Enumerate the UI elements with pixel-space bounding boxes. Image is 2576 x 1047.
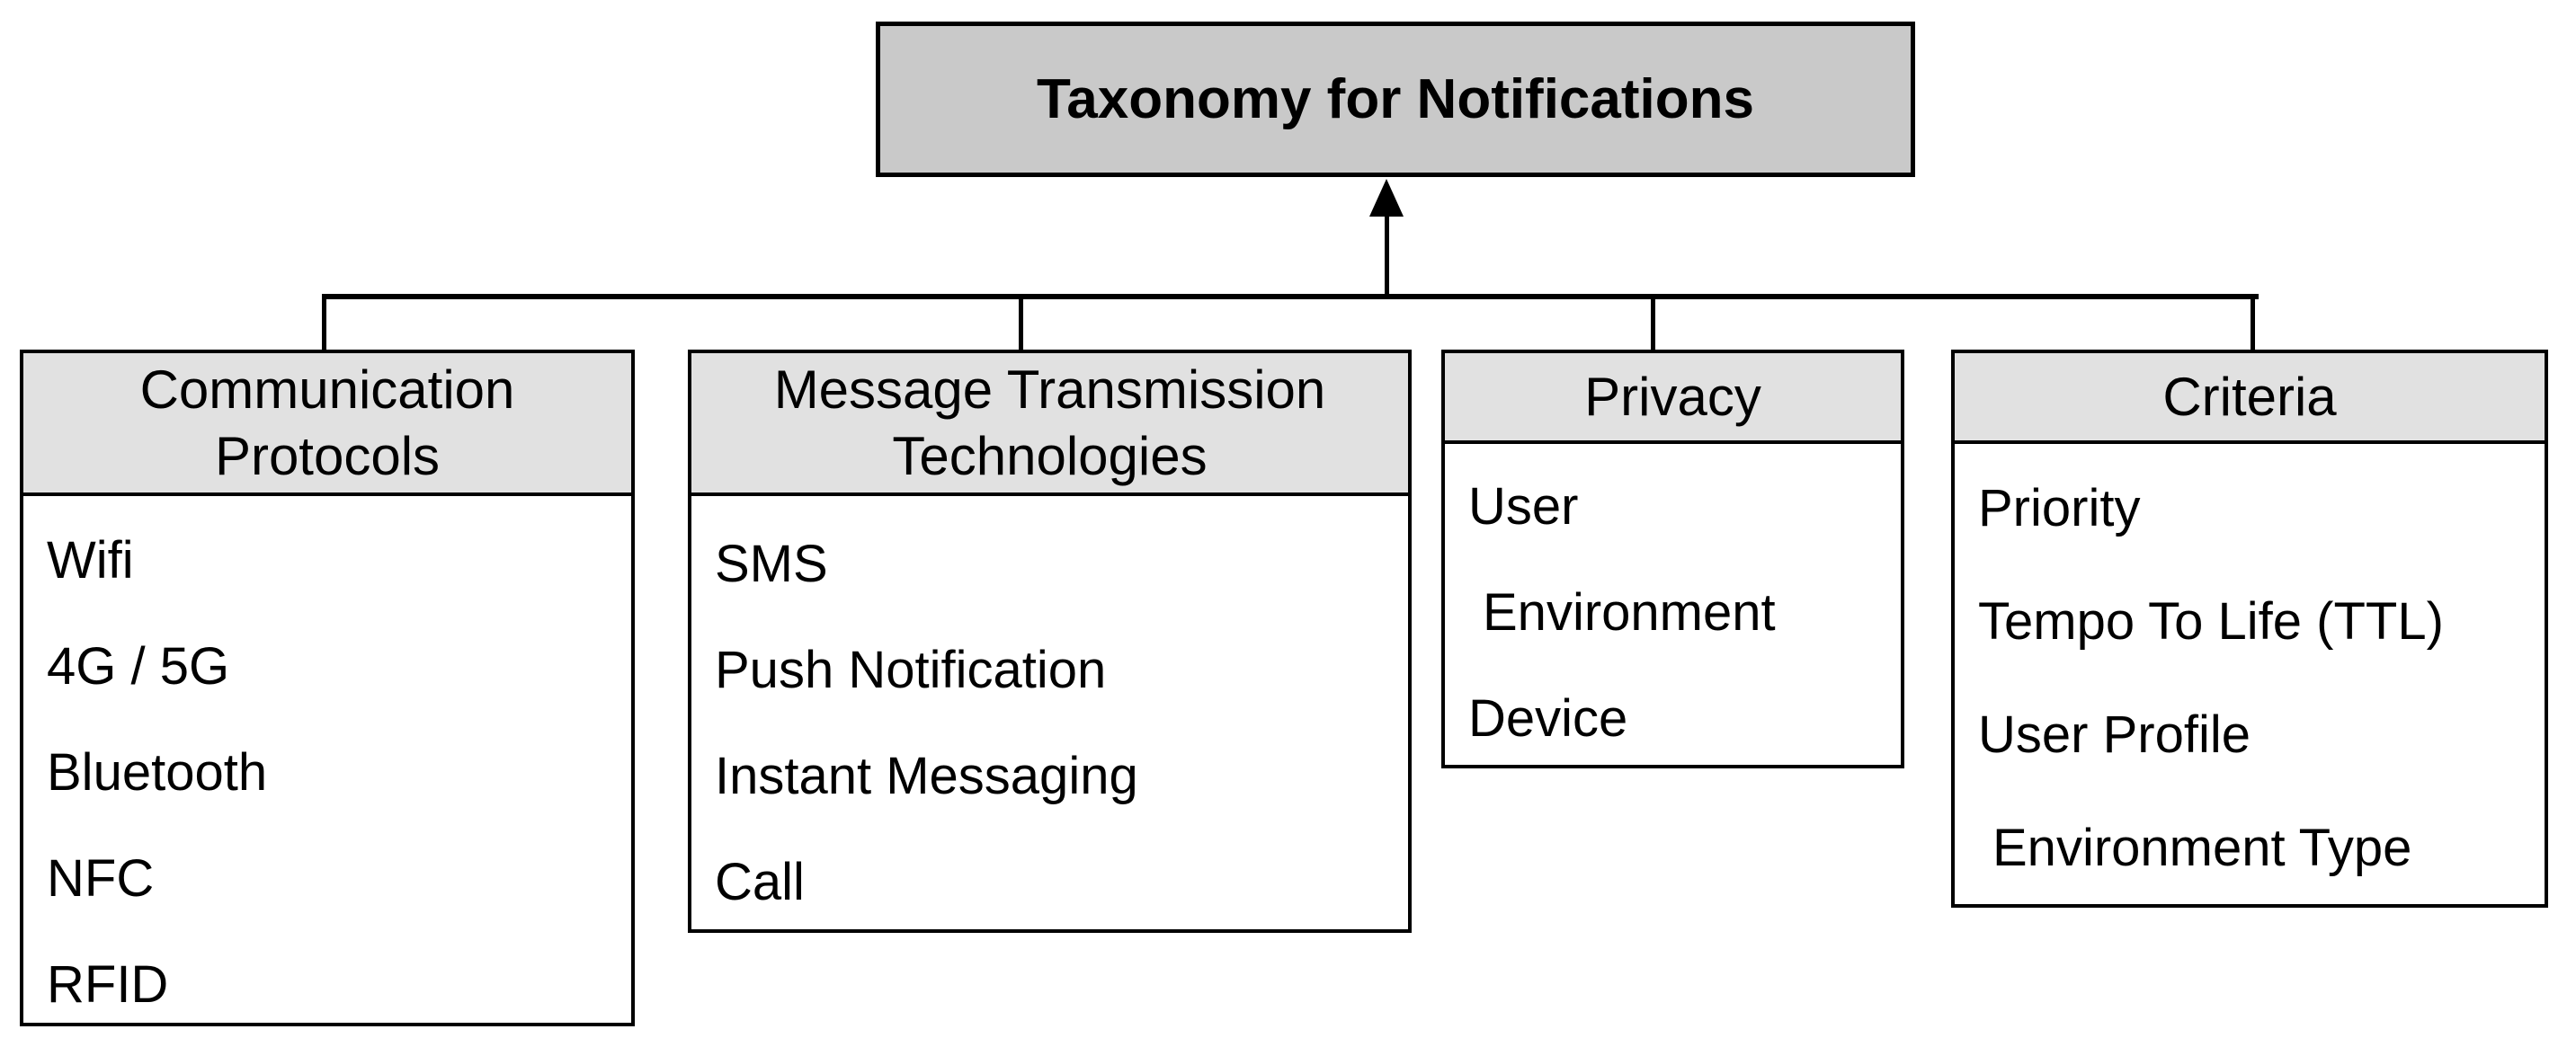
node-message-transmission-technologies: Message Transmission Technologies SMS Pu… xyxy=(688,350,1412,933)
node-body: Wifi 4G / 5G Bluetooth NFC RFID xyxy=(23,496,631,1037)
node-header: Communication Protocols xyxy=(23,353,631,496)
list-item: SMS xyxy=(715,534,828,593)
node-privacy: Privacy User Environment Device xyxy=(1441,350,1904,768)
list-item: Environment Type xyxy=(1992,818,2412,877)
list-item: Instant Messaging xyxy=(715,746,1138,805)
connector-stem-line xyxy=(1385,212,1389,298)
list-item: Device xyxy=(1468,688,1628,748)
root-node: Taxonomy for Notifications xyxy=(876,22,1915,177)
node-header: Privacy xyxy=(1445,353,1901,444)
connector-trunk-line xyxy=(322,294,2259,299)
root-node-label: Taxonomy for Notifications xyxy=(1036,68,1754,130)
list-item: Priority xyxy=(1978,478,2141,537)
list-item: User xyxy=(1468,476,1579,536)
node-body: SMS Push Notification Instant Messaging … xyxy=(691,496,1408,935)
node-header-label: Communication Protocols xyxy=(139,359,515,486)
list-item: User Profile xyxy=(1978,705,2251,764)
list-item: Environment xyxy=(1483,582,1776,642)
list-item: Bluetooth xyxy=(47,742,268,802)
arrow-up-icon xyxy=(1369,179,1404,217)
connector-drop-line xyxy=(1651,297,1655,352)
list-item: Call xyxy=(715,852,805,911)
node-communication-protocols: Communication Protocols Wifi 4G / 5G Blu… xyxy=(20,350,635,1026)
connector-drop-line xyxy=(1019,297,1023,352)
node-header-label: Privacy xyxy=(1584,366,1761,427)
node-header: Criteria xyxy=(1955,353,2545,444)
connector-drop-line xyxy=(2251,297,2255,352)
list-item: NFC xyxy=(47,848,155,908)
node-header-label: Message Transmission Technologies xyxy=(773,359,1326,486)
node-criteria: Criteria Priority Tempo To Life (TTL) Us… xyxy=(1951,350,2548,908)
node-body: User Environment Device xyxy=(1445,444,1901,771)
list-item: Tempo To Life (TTL) xyxy=(1978,591,2444,651)
node-header: Message Transmission Technologies xyxy=(691,353,1408,496)
node-body: Priority Tempo To Life (TTL) User Profil… xyxy=(1955,444,2545,904)
list-item: RFID xyxy=(47,954,169,1014)
list-item: 4G / 5G xyxy=(47,636,230,696)
list-item: Push Notification xyxy=(715,640,1107,699)
list-item: Wifi xyxy=(47,530,134,590)
node-header-label: Criteria xyxy=(2162,366,2337,427)
connector-drop-line xyxy=(322,297,326,352)
